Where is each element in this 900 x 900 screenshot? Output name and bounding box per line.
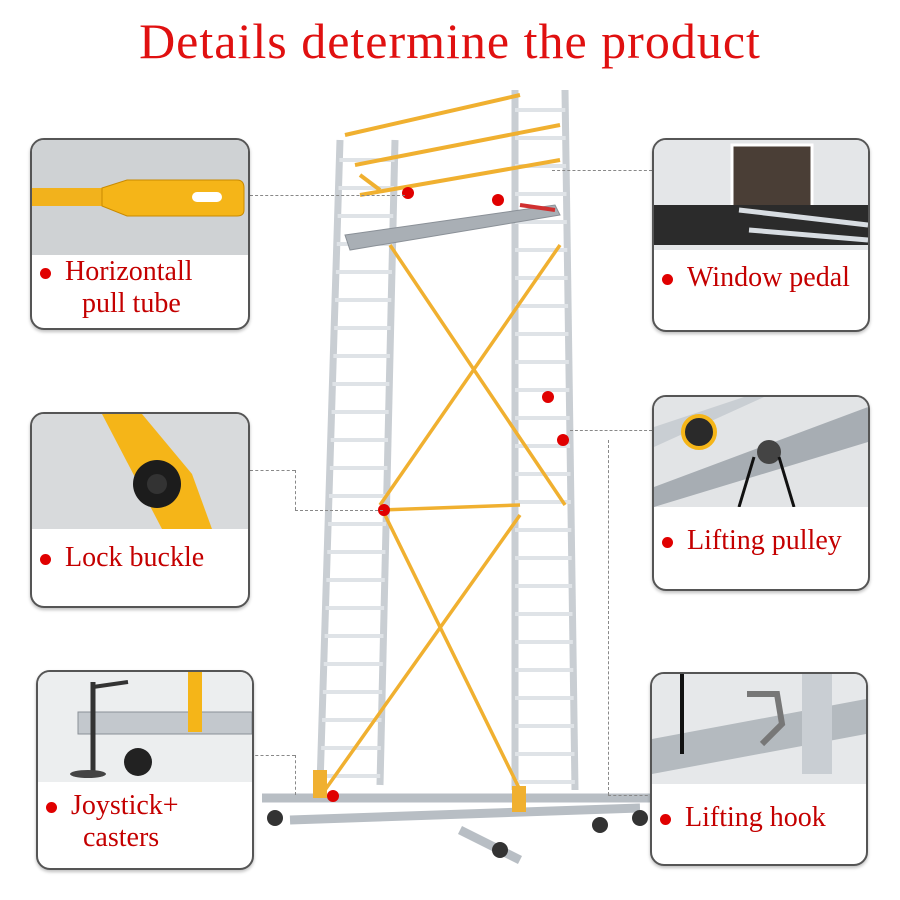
marker-dot — [40, 554, 51, 566]
callout-window-pedal: Window pedal — [652, 138, 870, 332]
label: Lifting pulley — [687, 525, 842, 556]
window-pedal-photo — [654, 140, 868, 250]
callout-lifting-hook: Lifting hook — [650, 672, 868, 866]
label-line-2: casters — [83, 822, 160, 853]
joystick-casters-photo — [38, 672, 252, 782]
pull-tube-photo — [32, 140, 248, 255]
marker-dot — [660, 814, 671, 826]
guard-rails — [344, 93, 561, 197]
label: Lifting hook — [685, 802, 826, 833]
callout-horizontal-pull-tube: Horizontall pull tube — [30, 138, 250, 330]
label: Window pedal — [687, 262, 850, 293]
callout-lock-buckle: Lock buckle — [30, 412, 250, 608]
marker-dot — [662, 537, 673, 549]
label-line-1: Horizontall — [65, 256, 193, 287]
marker-dot — [40, 268, 51, 280]
right-ladder — [511, 89, 579, 791]
marker-dot — [46, 802, 57, 814]
label-line-2: pull tube — [82, 288, 181, 319]
lock-buckle-photo — [32, 414, 248, 529]
label-line-1: Joystick+ — [71, 790, 179, 821]
marker-dot — [662, 274, 673, 286]
cross-braces — [323, 244, 567, 792]
callout-lifting-pulley: Lifting pulley — [652, 395, 870, 591]
lifting-pulley-photo — [654, 397, 868, 507]
platform — [344, 204, 561, 251]
casters — [267, 810, 648, 858]
page-title: Details determine the product — [139, 13, 761, 69]
callout-joystick-casters: Joystick+ casters — [36, 670, 254, 870]
lifting-hook-photo — [652, 674, 866, 784]
label: Lock buckle — [65, 542, 205, 573]
detail-markers — [327, 187, 569, 802]
